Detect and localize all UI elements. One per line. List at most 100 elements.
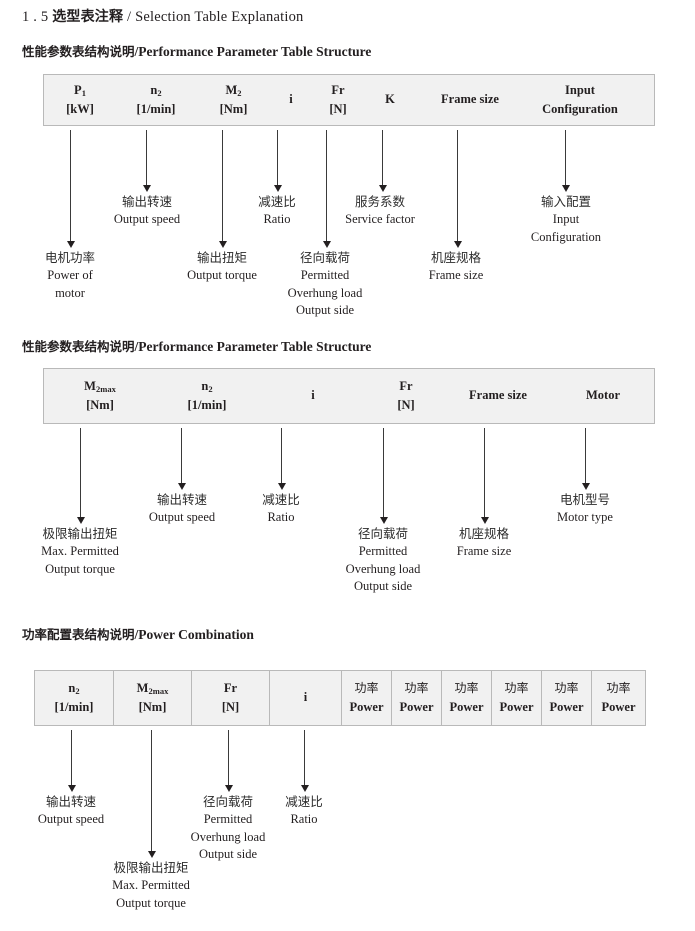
note-max-permitted-output-torque-cn: 极限输出扭矩 — [42, 526, 118, 541]
note-ratio-3-cn: 减速比 — [285, 794, 323, 809]
note-permitted-overhung-load-2-en-2: Overhung load — [345, 561, 421, 576]
note-permitted-overhung-load-en-1: Permitted — [300, 267, 350, 282]
page-title-number: 1 . 5 — [22, 9, 49, 25]
note-frame-size-2-cn: 机座规格 — [458, 526, 509, 541]
table3-col-power-2-en: Power — [399, 699, 434, 714]
table2-col-m2max-line2: [Nm] — [86, 398, 114, 412]
note-max-permitted-output-torque-en-1: Max. Permitted — [41, 543, 119, 558]
note-output-speed-2-en-1: Output speed — [148, 509, 216, 524]
table1-col-n2-line2: [1/min] — [136, 102, 176, 116]
note-output-speed: 输出转速 Output speed — [114, 193, 180, 229]
table2-col-motor-line1: Motor — [585, 388, 620, 403]
arrow-to-max-permitted-output-torque — [76, 428, 85, 524]
table1-col-m2-line1: M2 — [225, 82, 242, 98]
table1-col-i-line1: i — [289, 92, 293, 107]
table3-col-power-3: 功率 Power — [441, 671, 491, 725]
note-permitted-overhung-load-en-2: Overhung load — [287, 285, 363, 300]
page-title-separator: / — [127, 9, 132, 25]
table3-col-m2max-line2: [Nm] — [138, 700, 167, 714]
note-power-of-motor-en-2: motor — [55, 285, 85, 300]
table1-col-p1-line2: [kW] — [66, 102, 94, 116]
note-permitted-overhung-load-2: 径向载荷 Permitted Overhung load Output side — [346, 525, 421, 596]
table3-col-power-4-en: Power — [499, 699, 534, 714]
arrow-to-output-speed-2 — [177, 428, 186, 490]
note-output-torque-cn: 输出扭矩 — [196, 250, 248, 265]
note-output-speed-2-cn: 输出转速 — [156, 492, 207, 507]
table3-col-power-4: 功率 Power — [491, 671, 541, 725]
note-ratio-2-en-1: Ratio — [267, 509, 295, 524]
note-output-speed-en-1: Output speed — [113, 211, 181, 226]
arrow-to-permitted-overhung-load-2 — [379, 428, 388, 524]
note-permitted-overhung-load-3-en-1: Permitted — [203, 811, 253, 826]
section-3-heading-en: Power Combination — [138, 627, 254, 642]
table3-col-power-2: 功率 Power — [391, 671, 441, 725]
table3-col-power-5-cn: 功率 — [554, 681, 579, 696]
table1-col-k: K — [365, 75, 415, 125]
arrow-to-permitted-overhung-load — [322, 130, 331, 248]
note-permitted-overhung-load-en-3: Output side — [296, 303, 354, 318]
arrow-to-motor-type — [581, 428, 590, 490]
note-input-configuration-en-1: Input — [552, 211, 580, 226]
table3-col-n2: n2 [1/min] — [35, 671, 113, 725]
table3-col-i: i — [269, 671, 341, 725]
table1-col-p1-line1: P1 — [74, 82, 86, 98]
note-service-factor: 服务系数 Service factor — [345, 193, 415, 229]
arrow-to-ratio-2 — [277, 428, 286, 490]
section-1-heading-separator: / — [134, 44, 139, 59]
section-1-heading: 性能参数表结构说明/Performance Parameter Table St… — [22, 41, 371, 60]
table1-col-frame-size: Frame size — [415, 75, 525, 125]
table3-col-power-1-en: Power — [349, 699, 384, 714]
arrow-to-output-torque — [218, 130, 227, 248]
arrow-to-ratio-3 — [300, 730, 309, 792]
note-power-of-motor: 电机功率 Power of motor — [45, 249, 95, 302]
note-ratio-2: 减速比 Ratio — [262, 491, 300, 527]
arrow-to-frame-size-2 — [480, 428, 489, 524]
note-motor-type-en-1: Motor type — [557, 509, 613, 524]
note-output-speed-3: 输出转速 Output speed — [38, 793, 104, 829]
table3-col-power-6-cn: 功率 — [606, 681, 631, 696]
table2-col-i: i — [258, 369, 368, 423]
note-ratio-2-cn: 减速比 — [262, 492, 300, 507]
section-1-heading-cn: 性能参数表结构说明 — [22, 44, 135, 59]
arrow-to-permitted-overhung-load-3 — [224, 730, 233, 792]
table2-col-fr-line1: Fr — [399, 378, 413, 393]
note-permitted-overhung-load-cn: 径向载荷 — [299, 250, 351, 265]
table3-col-fr-line1: Fr — [223, 680, 238, 695]
note-frame-size-cn: 机座规格 — [430, 250, 481, 265]
arrow-to-output-speed — [142, 130, 151, 192]
table3-col-i-line1: i — [303, 690, 308, 705]
note-frame-size-en-1: Frame size — [428, 267, 484, 282]
table3-col-fr-line2: [N] — [221, 700, 240, 714]
arrow-to-power-of-motor — [66, 130, 75, 248]
table2-col-n2: n2 [1/min] — [156, 369, 258, 423]
note-permitted-overhung-load-2-en-3: Output side — [354, 579, 412, 594]
page-title-cn: 选型表注释 — [52, 9, 124, 25]
table3-col-power-1-cn: 功率 — [354, 681, 379, 696]
table1-col-fr-line2: [N] — [329, 102, 347, 116]
table2-col-m2max-line1: M2max — [84, 378, 116, 394]
note-power-of-motor-cn: 电机功率 — [44, 250, 96, 265]
note-motor-type-cn: 电机型号 — [559, 492, 610, 507]
note-max-permitted-output-torque-3: 极限输出扭矩 Max. Permitted Output torque — [112, 859, 190, 912]
table1-col-fr: Fr [N] — [311, 75, 365, 125]
table1-col-m2-line2: [Nm] — [219, 102, 248, 116]
table2-col-fr: Fr [N] — [368, 369, 444, 423]
note-permitted-overhung-load-3-en-3: Output side — [199, 847, 257, 862]
arrow-to-service-factor — [378, 130, 387, 192]
table2-col-n2-line1: n2 — [201, 378, 213, 394]
note-motor-type: 电机型号 Motor type — [557, 491, 613, 527]
table3-col-n2-line1: n2 — [68, 680, 80, 696]
note-output-speed-cn: 输出转速 — [121, 194, 172, 209]
note-output-speed-3-cn: 输出转速 — [45, 794, 96, 809]
note-permitted-overhung-load-2-cn: 径向载荷 — [357, 526, 409, 541]
note-max-permitted-output-torque-3-en-1: Max. Permitted — [112, 877, 190, 892]
section-3-heading-separator: / — [134, 627, 139, 642]
table1-col-m2: M2 [Nm] — [196, 75, 271, 125]
table3-col-m2max-line1: M2max — [136, 680, 169, 696]
note-permitted-overhung-load-2-en-1: Permitted — [358, 543, 408, 558]
note-frame-size-2-en-1: Frame size — [456, 543, 512, 558]
table3-col-n2-line2: [1/min] — [54, 700, 94, 714]
note-output-torque: 输出扭矩 Output torque — [187, 249, 257, 285]
note-max-permitted-output-torque-3-cn: 极限输出扭矩 — [113, 860, 189, 875]
table1-col-input-configuration: Input Configuration — [505, 75, 655, 125]
